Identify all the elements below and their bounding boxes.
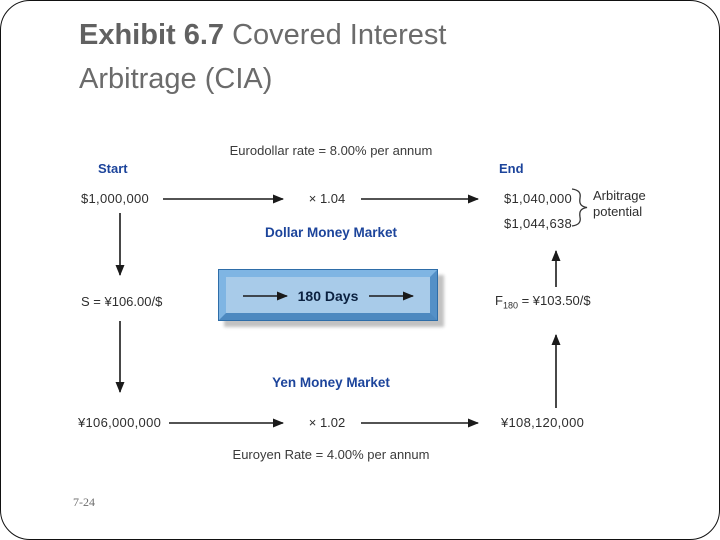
- title-line1: Covered Interest: [224, 19, 447, 51]
- start-amount: $1,000,000: [81, 191, 150, 206]
- 180-days-box-bevel: [219, 270, 437, 320]
- forward-rate-label: F180 = ¥103.50/$: [495, 293, 591, 311]
- 180-days-box: [218, 269, 438, 321]
- arbitrage-potential-line1: Arbitrage: [593, 188, 646, 203]
- yen-end-amount: ¥108,120,000: [501, 415, 585, 430]
- end-amount: $1,040,000: [504, 191, 573, 206]
- end-amount-potential: $1,044,638: [504, 216, 573, 231]
- euroyen-rate-label: Euroyen Rate = 4.00% per annum: [232, 447, 430, 462]
- dollar-multiplier: × 1.04: [308, 191, 346, 206]
- forward-rate-prefix: F: [495, 293, 503, 308]
- eurodollar-rate-label: Eurodollar rate = 8.00% per annum: [229, 143, 433, 158]
- start-label: Start: [98, 161, 128, 176]
- arbitrage-brace: [571, 188, 588, 227]
- slide-number: 7-24: [73, 495, 95, 509]
- spot-rate-label: S = ¥106.00/$: [81, 294, 163, 309]
- forward-rate-value: = ¥103.50/$: [517, 293, 591, 308]
- 180-days-label: 180 Days: [297, 288, 359, 304]
- yen-money-market-label: Yen Money Market: [272, 375, 390, 390]
- arbitrage-potential-line2: potential: [593, 204, 643, 219]
- forward-rate-subscript: 180: [502, 300, 518, 311]
- title-exhibit-number: Exhibit 6.7: [79, 19, 225, 51]
- end-label: End: [499, 161, 524, 176]
- dollar-money-market-label: Dollar Money Market: [264, 225, 398, 240]
- title-line2: Arbitrage (CIA): [79, 63, 273, 95]
- yen-multiplier: × 1.02: [308, 415, 346, 430]
- yen-start-amount: ¥106,000,000: [78, 415, 162, 430]
